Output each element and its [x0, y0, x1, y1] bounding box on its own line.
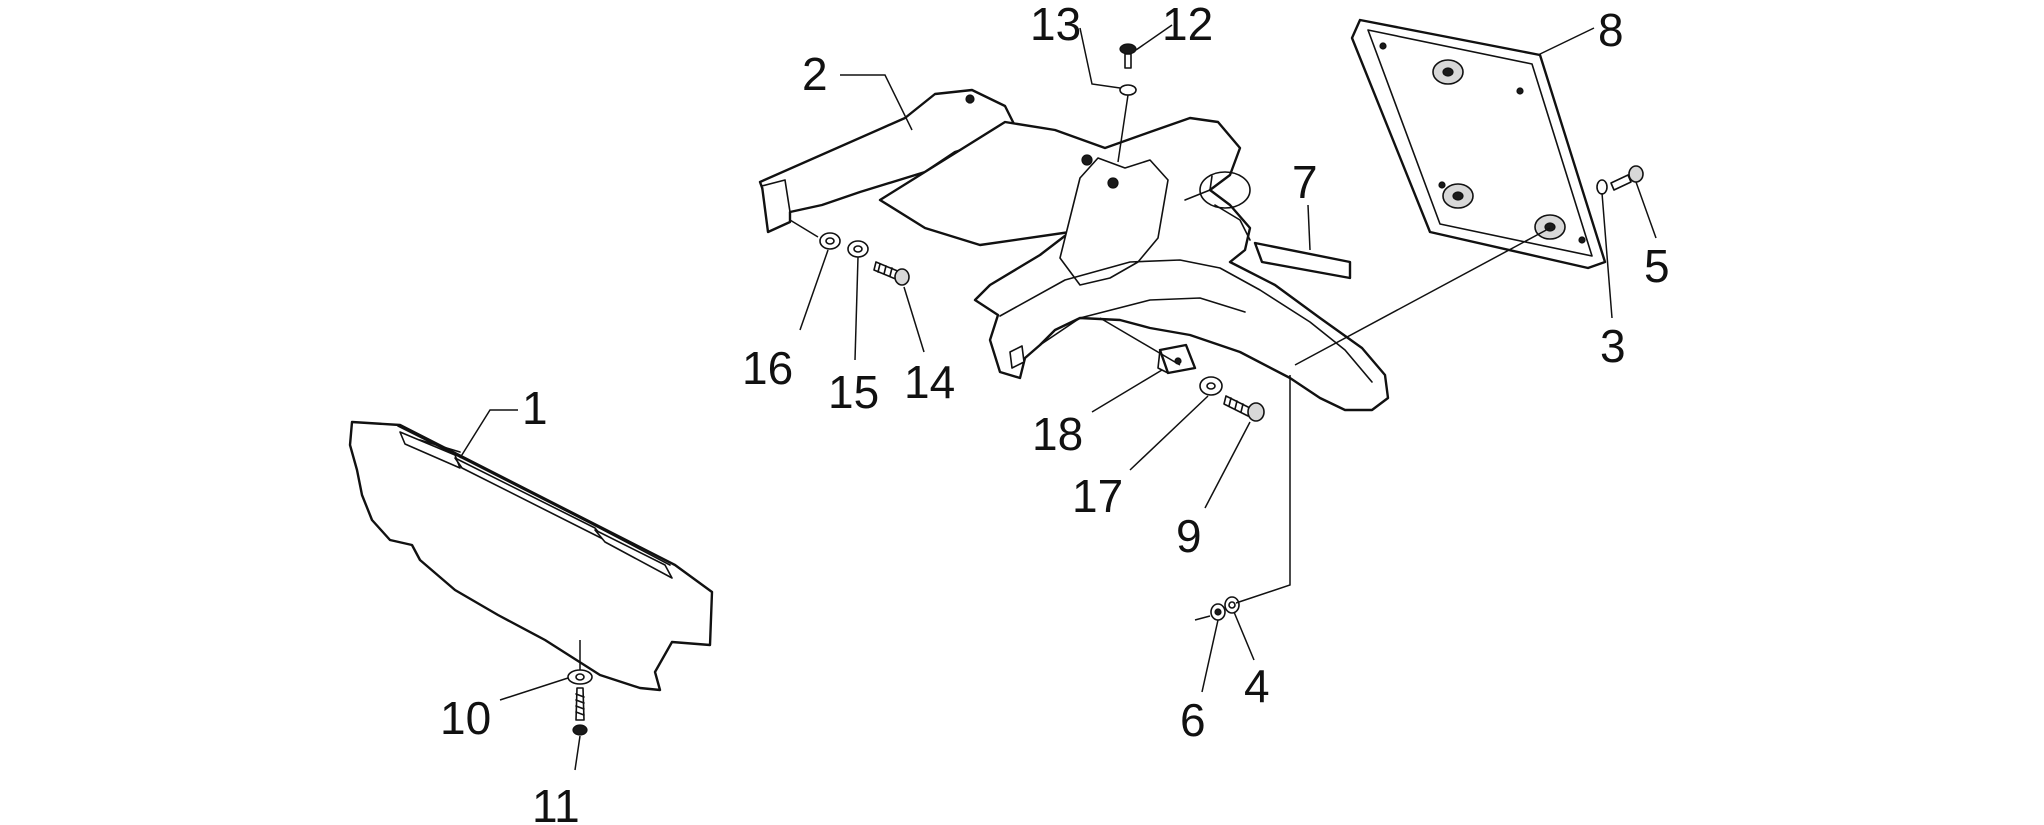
part-18-clip — [1157, 343, 1197, 375]
callout-15: 15 — [828, 366, 879, 418]
callout-3: 3 — [1600, 320, 1626, 372]
leader-lines — [459, 24, 1657, 771]
part-13-washer — [1117, 84, 1137, 163]
part-12-screw — [1119, 43, 1137, 69]
callout-labels: 1 2 3 4 5 6 7 8 9 10 11 12 13 14 15 16 1… — [440, 0, 1670, 825]
part-3-washer — [1596, 179, 1608, 195]
part-1-lower-cover — [348, 420, 714, 692]
callout-2: 2 — [802, 48, 828, 100]
part-17-washer — [1199, 376, 1223, 396]
part-4-washer — [1224, 596, 1240, 614]
callout-5: 5 — [1644, 240, 1670, 292]
callout-7: 7 — [1292, 156, 1318, 208]
callout-10: 10 — [440, 692, 491, 744]
part-7-reflector — [1253, 241, 1352, 280]
part-15-washer — [847, 240, 869, 258]
callout-14: 14 — [904, 356, 955, 408]
callout-13: 13 — [1030, 0, 1081, 50]
callout-11: 11 — [532, 780, 580, 825]
part-9-screw — [1223, 395, 1265, 422]
callout-4: 4 — [1244, 660, 1270, 712]
part-6-nut — [1210, 603, 1226, 621]
callout-9: 9 — [1176, 510, 1202, 562]
callout-1: 1 — [522, 382, 548, 434]
part-11-screw — [572, 687, 588, 736]
callout-16: 16 — [742, 342, 793, 394]
part-14-screw — [873, 261, 910, 286]
part-2-license-bracket-frame — [758, 88, 1390, 412]
callout-17: 17 — [1072, 470, 1123, 522]
callout-8: 8 — [1598, 4, 1624, 56]
callout-18: 18 — [1032, 408, 1083, 460]
part-8-plate-holder — [1350, 18, 1607, 270]
callout-12: 12 — [1162, 0, 1213, 50]
callout-6: 6 — [1180, 694, 1206, 746]
part-10-washer — [567, 640, 593, 685]
part-16-washer — [819, 232, 841, 250]
